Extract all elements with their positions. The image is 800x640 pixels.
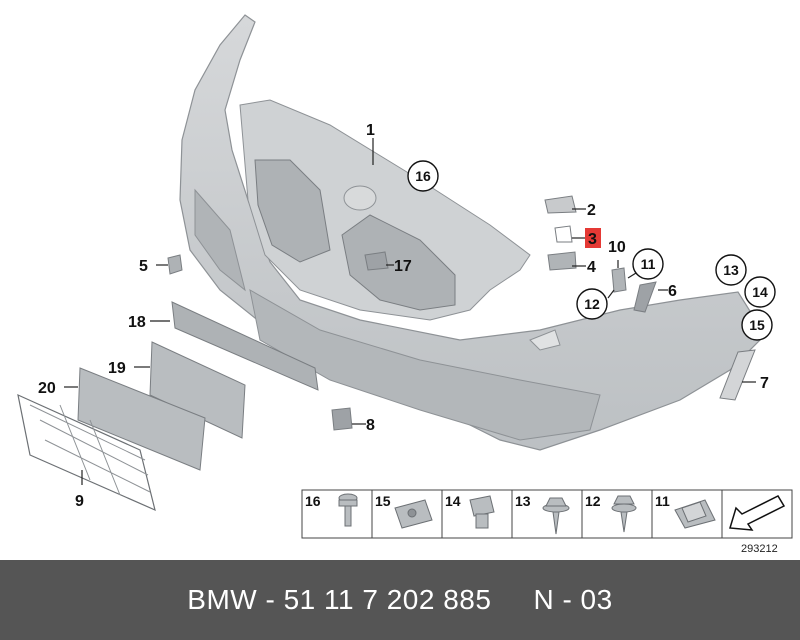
legend-label: 11 (655, 493, 670, 509)
legend-label: 13 (515, 493, 531, 509)
part-shapes (17, 195, 756, 512)
parts-diagram: 1 2 3 4 5 6 7 8 9 10 17 18 19 20 16 11 1… (17, 14, 793, 555)
part-label: 7 (760, 375, 769, 392)
highlight-box (585, 228, 601, 248)
legend-label: 14 (445, 493, 461, 509)
part-label: 6 (668, 283, 677, 300)
part-label-circled: 15 (749, 317, 765, 333)
part-label: 9 (75, 493, 84, 510)
part-label: 8 (366, 417, 375, 434)
part-label-circled: 11 (641, 256, 656, 272)
legend-label: 12 (585, 493, 601, 509)
part-label: 19 (108, 360, 126, 377)
part-label: 17 (394, 258, 412, 275)
part-label: 10 (608, 239, 626, 256)
fastener-legend: 16 15 14 13 12 11 (301, 489, 793, 555)
part-label-circled: 12 (584, 296, 600, 312)
screw-icon (338, 493, 358, 527)
spring-clip-icon (674, 499, 716, 529)
part-suffix-text: N - 03 (533, 584, 613, 615)
part-label-highlighted: 3 (588, 231, 597, 248)
sheet-metal-screw-icon (542, 497, 570, 535)
part-label: 18 (128, 314, 146, 331)
bumper-cover (179, 14, 766, 451)
clip-nut-icon (394, 499, 433, 529)
expanding-nut-icon (469, 495, 495, 529)
leader-lines (64, 138, 756, 485)
part-label-circled: 13 (723, 262, 739, 278)
part-label: 5 (139, 258, 148, 275)
part-labels: 1 2 3 4 5 6 7 8 9 10 17 18 19 20 16 11 1… (38, 122, 776, 510)
part-label: 20 (38, 380, 56, 397)
part-number-text: BMW - 51 11 7 202 885 (187, 584, 492, 615)
part-label: 4 (587, 259, 596, 276)
hex-screw-icon (611, 495, 637, 533)
part-label: 1 (366, 122, 375, 139)
arrow-symbol-icon (729, 495, 786, 531)
image-code: 293212 (741, 543, 778, 555)
legend-label: 15 (375, 493, 391, 509)
part-number-footer: BMW - 51 11 7 202 885 N - 03 (0, 560, 800, 640)
legend-label: 16 (305, 493, 321, 509)
part-label-circled: 14 (752, 284, 768, 300)
part-label-circled: 16 (415, 168, 431, 184)
part-label: 2 (587, 202, 596, 219)
